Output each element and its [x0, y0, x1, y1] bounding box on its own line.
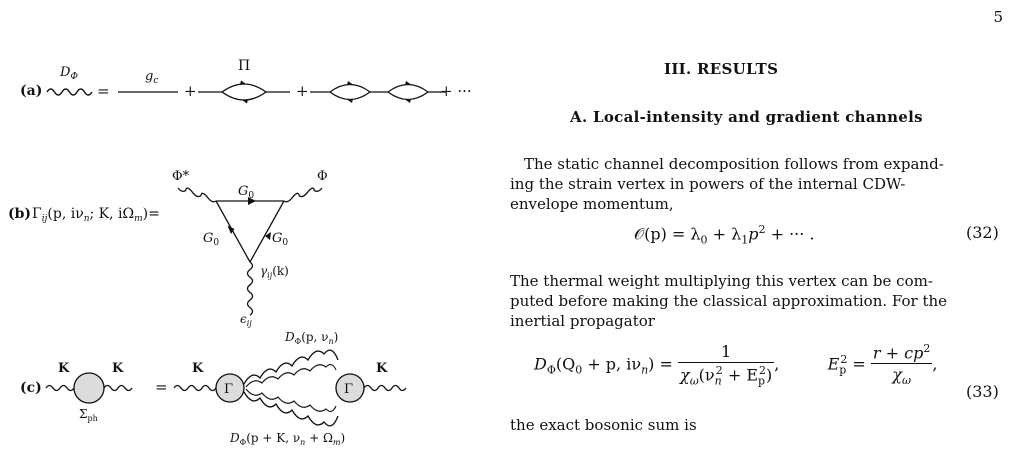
panel-b-wavy-left	[177, 187, 217, 203]
panel-b-strain-label: ϵij	[240, 312, 252, 328]
paragraph-2-line-3: inertial propagator	[510, 312, 655, 330]
panel-a-equals: =	[97, 82, 110, 100]
panel-c-k-rhs-left: K	[192, 361, 204, 376]
panel-c-k-left: K	[58, 361, 70, 376]
panel-b-propagator-label: DΦ(p, νn)	[284, 330, 338, 346]
paragraph-1-line-2: ing the strain vertex in powers of the i…	[510, 175, 906, 193]
panel-c-equals: =	[155, 378, 168, 396]
panel-a-plus-1: +	[184, 82, 197, 100]
equation-33-fraction-1: 1 χω(νn2 + Ep2)	[677, 342, 775, 388]
panel-b-wavy-strain	[246, 261, 254, 316]
panel-b-triangle-left	[215, 200, 251, 263]
paragraph-3: the exact bosonic sum is	[510, 415, 1004, 435]
panel-b-g0-top: G0	[238, 184, 254, 201]
paragraph-1: The static channel decomposition follows…	[510, 154, 1004, 214]
panel-c-sigma-label: Σph	[79, 407, 98, 423]
page-number: 5	[993, 8, 1003, 26]
panel-b-arrow-right	[265, 232, 271, 240]
panel-a-double-arrow1-upper	[347, 81, 353, 85]
panel-c-loop-upper-2	[245, 364, 337, 388]
panel-b-phi-star-label: Φ*	[172, 169, 190, 184]
paragraph-3-line-1: the exact bosonic sum is	[510, 416, 697, 434]
panel-a-coupling-label: gc	[145, 69, 158, 86]
panel-b-triangle-right	[249, 200, 285, 263]
panel-a-double-bubble1-lower	[329, 91, 371, 101]
panel-a-ellipsis: + ···	[440, 82, 472, 100]
subsection-title: A. Local-intensity and gradient channels	[570, 108, 923, 126]
panel-c-wavy-rhs-right	[363, 384, 407, 392]
panel-b-label: (b)	[8, 206, 31, 222]
equation-33-number: (33)	[966, 382, 999, 401]
panel-c-gamma-left: Γ	[224, 382, 233, 397]
panel-c-loop-lower	[243, 391, 339, 427]
panel-b-vertex-function: Γij(p, iνn; K, iΩm)=	[32, 206, 160, 224]
panel-c-loop-lower-2	[245, 388, 337, 412]
panel-a-propagator-label: DΦ	[59, 65, 78, 82]
panel-b-arrow-top	[248, 197, 256, 205]
equation-33: DΦ(Q0 + p, iνn) = 1 χω(νn2 + Ep2) , Ep2 …	[534, 342, 938, 388]
panel-c-label: (c)	[20, 380, 42, 396]
paragraph-1-line-1: The static channel decomposition follows…	[524, 155, 944, 173]
panel-c-wavy-rhs-left	[173, 384, 217, 392]
panel-a-double-bubble2-upper	[387, 83, 429, 93]
panel-c-propagator-label: DΦ(p + K, νn + Ωm)	[229, 431, 345, 447]
panel-b-arrow-left	[227, 225, 235, 234]
panel-b-g0-right: G0	[272, 231, 288, 248]
panel-c-k-right: K	[112, 361, 124, 376]
panel-a-label: (a)	[20, 83, 42, 99]
paragraph-2-line-1: The thermal weight multiplying this vert…	[510, 272, 933, 290]
panel-a-double-bubble2-lower	[387, 91, 429, 101]
equation-32: 𝒪(p) = λ0 + λ1p2 + ··· .	[634, 223, 815, 247]
paragraph-1-line-3: envelope momentum,	[510, 195, 674, 213]
equation-33-fraction-2: r + cp2 χω	[870, 342, 933, 388]
paragraph-2: The thermal weight multiplying this vert…	[510, 271, 1004, 331]
panel-a-bubble-upper	[221, 83, 267, 93]
panel-b-g0-left: G0	[203, 231, 219, 248]
panel-c-wavy-right	[103, 384, 133, 392]
panel-a-double-bubble1-upper	[329, 83, 371, 93]
equation-32-number: (32)	[966, 223, 999, 242]
panel-c-self-energy-blob	[73, 372, 105, 404]
panel-a-bubble-lower	[221, 91, 267, 101]
panel-b-wavy-right	[283, 187, 323, 203]
panel-a-double-arrow1-lower	[347, 99, 353, 103]
paragraph-2-line-2: puted before making the classical approx…	[510, 292, 948, 310]
panel-b-phi-label: Φ	[317, 169, 328, 184]
panel-a-bubble-arrow-lower	[242, 99, 248, 104]
panel-c-gamma-left-blob	[215, 373, 245, 403]
panel-c-wavy-left	[45, 384, 75, 392]
panel-b-vertex-label: γij(k)	[260, 264, 289, 280]
section-title: III. RESULTS	[664, 60, 779, 78]
panel-a-plus-2: +	[296, 82, 309, 100]
panel-a-double-arrow2-lower	[405, 99, 411, 103]
panel-a-pi-label: Π	[238, 58, 250, 74]
panel-a-bubble-arrow-upper	[240, 80, 246, 85]
panel-a-wavy-propagator	[46, 88, 93, 96]
panel-c-loop-upper	[243, 349, 339, 385]
panel-c-k-rhs-right: K	[376, 361, 388, 376]
feynman-diagram-figure: (a) DΦ = gc + Π + + ··· (b) Γij(p, iνn; …	[8, 58, 472, 447]
panel-c-gamma-right: Γ	[344, 382, 353, 397]
panel-a-double-arrow2-upper	[405, 81, 411, 85]
